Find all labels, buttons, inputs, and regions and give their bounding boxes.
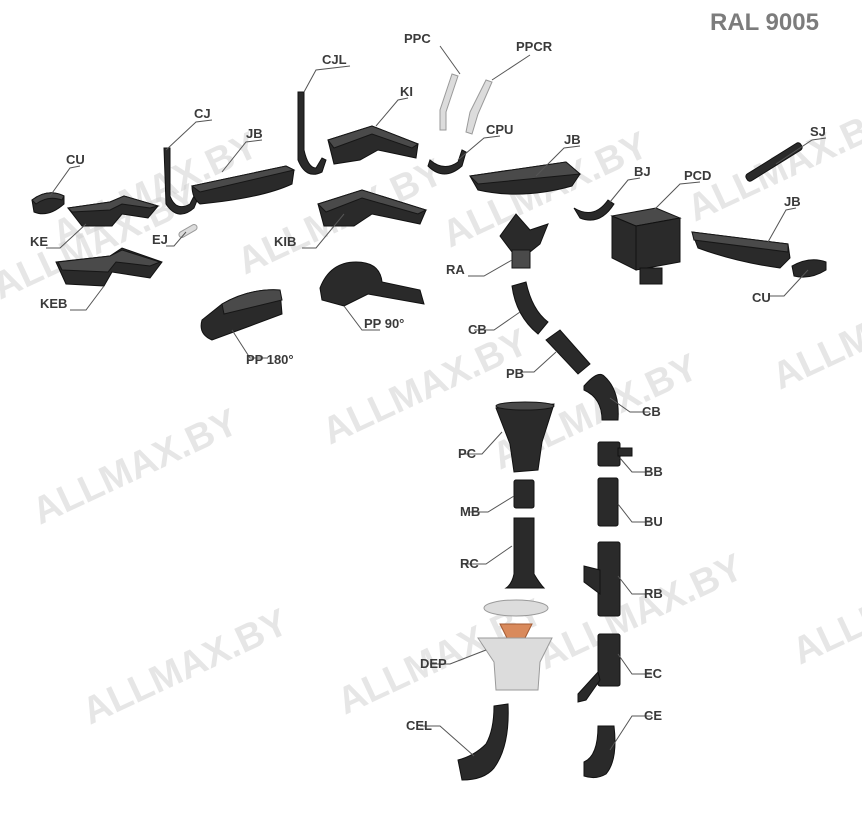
label-ce: CE bbox=[644, 708, 662, 723]
part-pcd bbox=[610, 207, 682, 285]
part-ke bbox=[66, 195, 160, 227]
page-title: RAL 9005 bbox=[710, 9, 819, 36]
label-kib: KIB bbox=[274, 234, 296, 249]
part-cel bbox=[457, 703, 509, 781]
part-cb-1 bbox=[511, 281, 549, 335]
part-dep bbox=[477, 599, 553, 691]
label-ppcr: PPCR bbox=[516, 39, 553, 54]
label-ppc: PPC bbox=[404, 31, 431, 46]
label-pb: PB bbox=[506, 366, 524, 381]
label-jb-2: JB bbox=[564, 132, 581, 147]
part-jb-3 bbox=[691, 231, 791, 269]
label-ra: RA bbox=[446, 262, 465, 277]
watermark: ALLMAX.BY bbox=[766, 266, 862, 398]
part-labels: PPC PPCR CJL KI CJ JB CPU JB SJ CU BJ PC… bbox=[30, 31, 826, 733]
part-pp180 bbox=[200, 289, 283, 341]
label-cb-2: CB bbox=[642, 404, 661, 419]
label-cjl: CJL bbox=[322, 52, 347, 67]
part-pc bbox=[495, 401, 555, 473]
part-bu bbox=[597, 477, 619, 527]
label-cb-1: CB bbox=[468, 322, 487, 337]
part-ppcr bbox=[465, 79, 493, 135]
label-sj: SJ bbox=[810, 124, 826, 139]
part-ki bbox=[327, 125, 420, 165]
part-pb bbox=[545, 329, 591, 375]
label-pcd: PCD bbox=[684, 168, 711, 183]
label-bb: BB bbox=[644, 464, 663, 479]
watermark: ALLMAX.BY bbox=[786, 541, 862, 673]
label-cu-right: CU bbox=[752, 290, 771, 305]
label-rc: RC bbox=[460, 556, 479, 571]
watermark: ALLMAX.BY bbox=[76, 601, 295, 733]
part-rb bbox=[583, 541, 621, 617]
part-ra bbox=[499, 213, 549, 269]
label-cpu: CPU bbox=[486, 122, 513, 137]
label-pp180: PP 180° bbox=[246, 352, 294, 367]
part-mb bbox=[513, 479, 535, 509]
label-mb: MB bbox=[460, 504, 480, 519]
part-pp90 bbox=[319, 261, 425, 307]
label-pc: PC bbox=[458, 446, 477, 461]
label-bj: BJ bbox=[634, 164, 651, 179]
part-cpu bbox=[427, 149, 467, 175]
part-cjl bbox=[297, 91, 327, 175]
part-ec bbox=[577, 633, 621, 703]
label-bu: BU bbox=[644, 514, 663, 529]
part-sj bbox=[745, 142, 803, 182]
part-ej bbox=[178, 224, 198, 238]
watermarks: ALLMAX.BY ALLMAX.BY ALLMAX.BY ALLMAX.BY … bbox=[0, 98, 862, 733]
part-cb-2 bbox=[583, 373, 619, 421]
part-jb-2 bbox=[468, 161, 582, 195]
label-ec: EC bbox=[644, 666, 663, 681]
label-ke: KE bbox=[30, 234, 48, 249]
label-rb: RB bbox=[644, 586, 663, 601]
part-jb-1 bbox=[190, 165, 296, 205]
watermark: ALLMAX.BY bbox=[26, 401, 245, 533]
part-bb bbox=[597, 441, 633, 467]
label-pp90: PP 90° bbox=[364, 316, 404, 331]
label-jb-1: JB bbox=[246, 126, 263, 141]
watermark: ALLMAX.BY bbox=[531, 546, 750, 678]
label-cel: CEL bbox=[406, 718, 432, 733]
label-ki: KI bbox=[400, 84, 413, 99]
part-cu-left bbox=[31, 192, 65, 215]
label-cj: CJ bbox=[194, 106, 211, 121]
part-ce bbox=[583, 725, 616, 779]
label-dep: DEP bbox=[420, 656, 447, 671]
label-keb: KEB bbox=[40, 296, 67, 311]
part-cu-right bbox=[791, 259, 827, 278]
part-bj bbox=[573, 199, 615, 221]
part-kib bbox=[317, 189, 428, 227]
part-rc bbox=[504, 517, 546, 589]
label-ej: EJ bbox=[152, 232, 168, 247]
part-keb bbox=[55, 247, 163, 287]
label-cu-left: CU bbox=[66, 152, 85, 167]
part-ppc bbox=[439, 73, 459, 131]
label-jb-3: JB bbox=[784, 194, 801, 209]
leader-lines bbox=[46, 45, 827, 757]
